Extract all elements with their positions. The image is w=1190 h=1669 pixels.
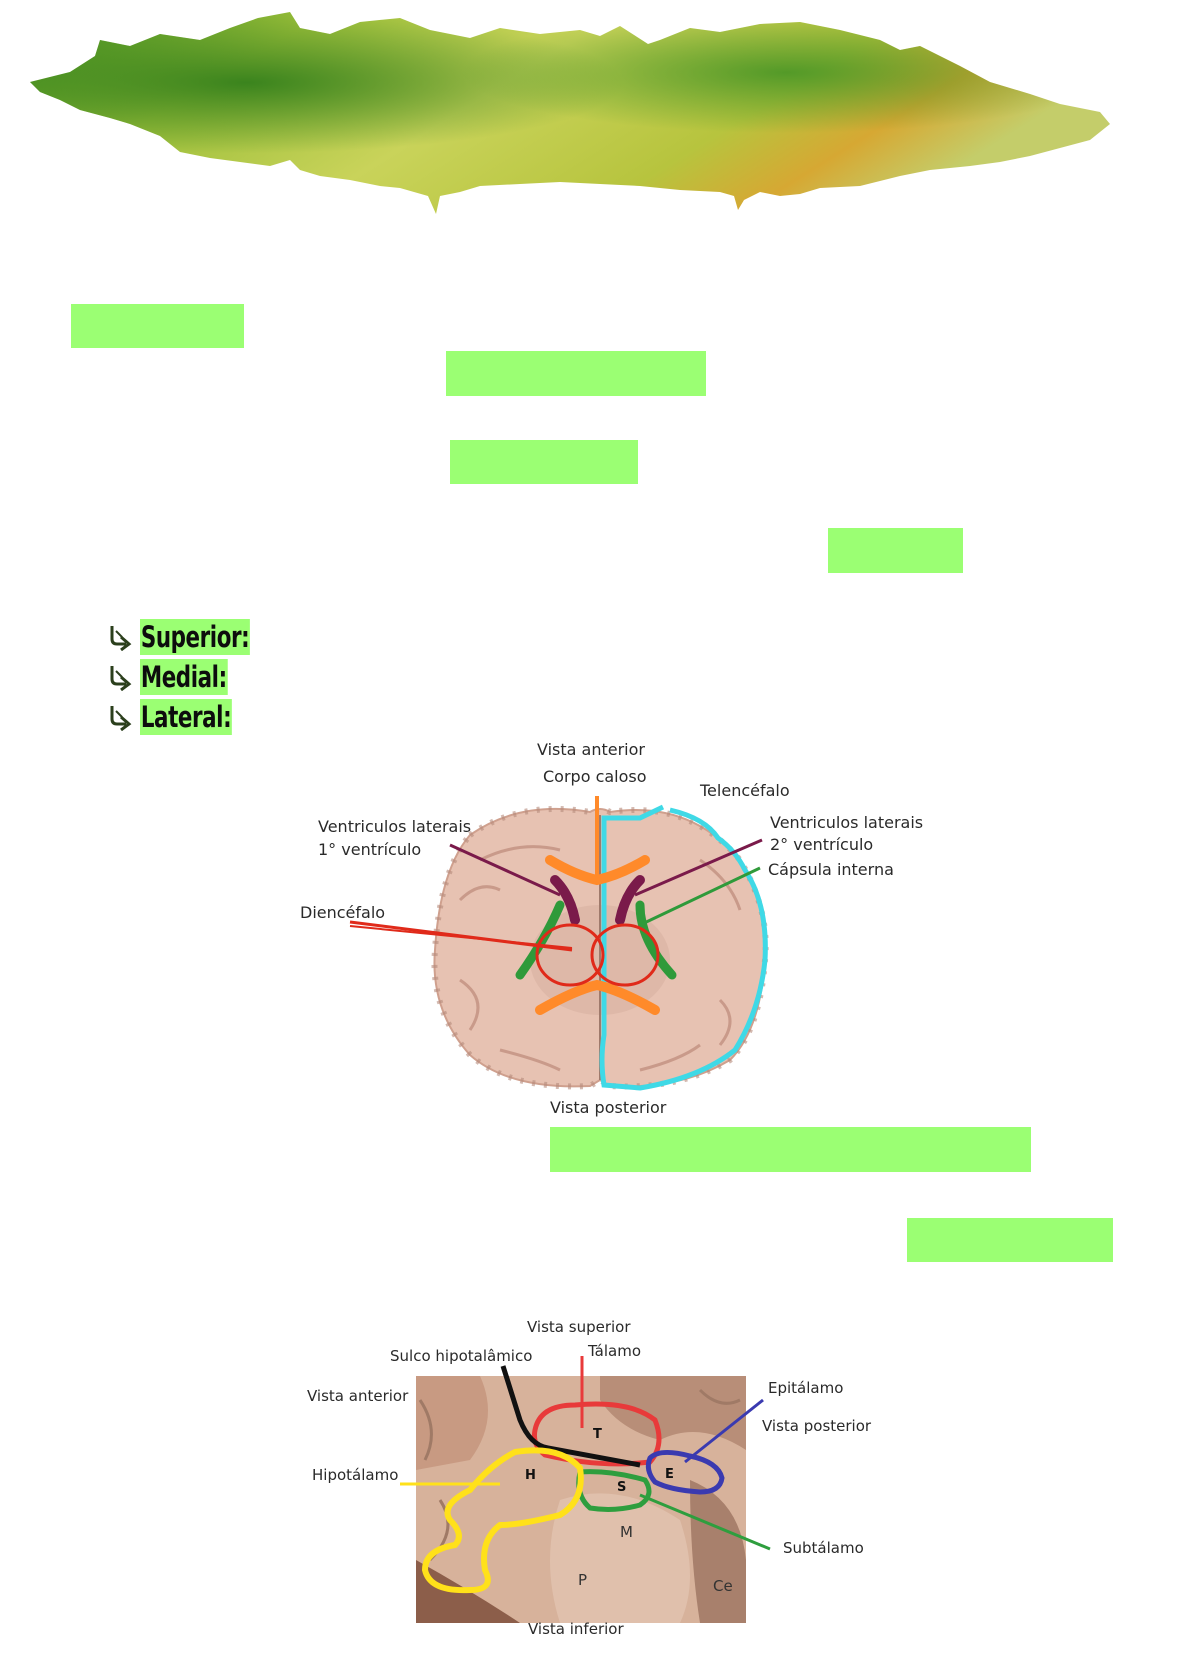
highlight-block-5	[550, 1127, 1031, 1172]
bullet-label: Superior:	[140, 619, 250, 655]
ventriculos-right-label: Ventriculos laterais	[770, 813, 923, 832]
bullet-superior: Superior:	[106, 617, 274, 657]
brain-horizontal-section-figure: Vista anterior Corpo caloso Telencéfalo …	[0, 730, 1190, 1130]
region-e: E	[665, 1467, 674, 1482]
vista-anterior-label: Vista anterior	[307, 1387, 409, 1405]
curved-arrow-icon	[106, 663, 134, 691]
curved-arrow-icon	[106, 703, 134, 731]
primeiro-ventriculo-label: 1° ventrículo	[318, 840, 421, 859]
fig1-bottom-label: Vista posterior	[550, 1098, 667, 1117]
ventriculos-left-label: Ventriculos laterais	[318, 817, 471, 836]
capsula-interna-label: Cápsula interna	[768, 860, 894, 879]
corpo-caloso-label: Corpo caloso	[543, 767, 647, 786]
region-h: H	[525, 1468, 536, 1483]
brain-sagittal-section-figure: T H S E M P Ce Vista superior Sulco hipo…	[0, 1310, 1190, 1665]
highlight-block-3	[450, 440, 638, 484]
diencefalo-label: Diencéfalo	[300, 903, 385, 922]
vista-posterior-label: Vista posterior	[762, 1417, 872, 1435]
bullet-list: Superior: Medial: Lateral:	[106, 617, 274, 737]
fig2-top-label: Vista superior	[527, 1318, 631, 1336]
hipotalamo-label: Hipotálamo	[312, 1466, 398, 1484]
segundo-ventriculo-label: 2° ventrículo	[770, 835, 873, 854]
highlight-block-1	[71, 304, 244, 348]
region-ce: Ce	[713, 1577, 733, 1595]
region-m: M	[620, 1523, 633, 1541]
region-t: T	[593, 1427, 602, 1442]
fig1-top-label: Vista anterior	[537, 740, 645, 759]
bullet-label: Medial:	[140, 659, 228, 695]
watercolor-banner	[0, 0, 1190, 230]
epitalamo-label: Epitálamo	[768, 1379, 843, 1397]
subtalamo-label: Subtálamo	[783, 1539, 864, 1557]
talamo-label: Tálamo	[587, 1342, 641, 1360]
region-s: S	[617, 1480, 626, 1495]
curved-arrow-icon	[106, 623, 134, 651]
sulco-label: Sulco hipotalâmico	[390, 1347, 532, 1365]
bullet-medial: Medial:	[106, 657, 274, 697]
highlight-block-4	[828, 528, 963, 573]
fig2-bottom-label: Vista inferior	[528, 1620, 624, 1638]
region-p: P	[578, 1571, 587, 1589]
telencefalo-label: Telencéfalo	[699, 781, 790, 800]
highlight-block-6	[907, 1218, 1113, 1262]
highlight-block-2	[446, 351, 706, 396]
